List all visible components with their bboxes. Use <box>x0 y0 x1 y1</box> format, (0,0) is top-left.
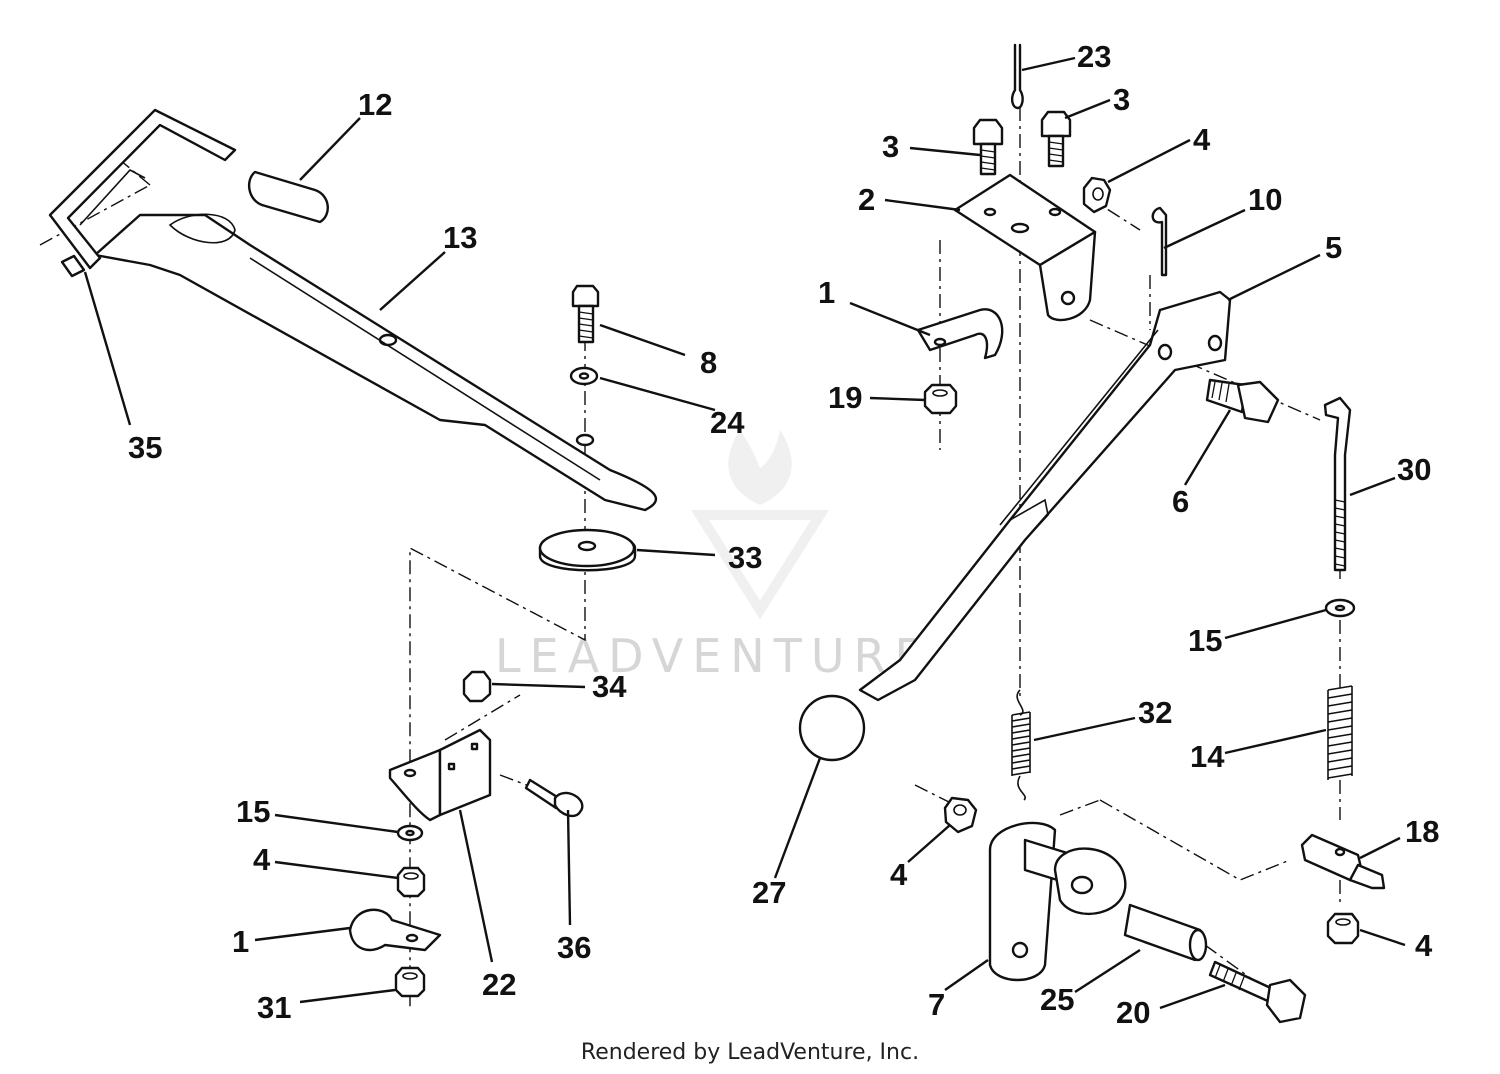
callout-36: 36 <box>557 930 591 965</box>
callout-4: 4 <box>253 842 271 877</box>
callout-4: 4 <box>890 857 908 892</box>
callout-1: 1 <box>818 275 835 310</box>
callout-20: 20 <box>1116 995 1150 1030</box>
render-credit: Rendered by LeadVenture, Inc. <box>580 1040 920 1065</box>
callout-27: 27 <box>752 875 786 910</box>
washer-part-15-left <box>396 824 424 842</box>
callout-13: 13 <box>443 220 477 255</box>
bolt-part-3-left <box>972 118 1004 176</box>
callout-4: 4 <box>1193 122 1211 157</box>
callout-24: 24 <box>710 405 745 440</box>
callout-15: 15 <box>1188 623 1222 658</box>
callout-22: 22 <box>482 967 516 1002</box>
callout-19: 19 <box>828 380 862 415</box>
callout-7: 7 <box>928 987 945 1022</box>
watermark-logo <box>690 430 830 620</box>
clip-part-1-right <box>916 308 1004 360</box>
washer-part-33 <box>538 528 637 572</box>
callout-31: 31 <box>257 990 291 1025</box>
callout-8: 8 <box>700 345 717 380</box>
nut-part-4-right <box>1326 912 1360 945</box>
rod-part-30 <box>1323 396 1352 572</box>
callout-12: 12 <box>358 87 392 122</box>
nut-part-19 <box>923 383 958 415</box>
cotter-pin-part-10 <box>1151 206 1168 277</box>
centerline <box>914 784 1291 986</box>
hub-part-25 <box>1023 838 1208 962</box>
bolt-part-3-right <box>1040 110 1072 168</box>
extension-spring-part-32 <box>1011 689 1031 801</box>
callout-18: 18 <box>1405 814 1439 849</box>
pivot-pin-part-18 <box>1300 833 1386 890</box>
clip-part-1-left <box>348 908 442 952</box>
control-lever-part-5 <box>858 290 1232 702</box>
blade-lever-part-13 <box>93 213 657 512</box>
carriage-bolt-part-36 <box>524 778 584 818</box>
callout-2: 2 <box>858 182 875 217</box>
callout-4: 4 <box>1415 928 1433 963</box>
knob-part-27 <box>798 694 866 762</box>
handle-frame <box>48 108 237 270</box>
bracket-part-22 <box>388 728 492 822</box>
nut-part-4-center <box>943 796 978 834</box>
callout-1: 1 <box>232 924 249 959</box>
nut-part-4-top <box>1082 176 1112 214</box>
washer-part-15-right <box>1324 598 1356 618</box>
pin-part-35 <box>60 254 86 278</box>
nut-part-34 <box>462 670 492 703</box>
grip-part-12 <box>247 170 329 224</box>
bracket-part-2 <box>953 173 1097 322</box>
callout-3: 3 <box>882 129 899 164</box>
callout-23: 23 <box>1077 39 1111 74</box>
bolt-part-8 <box>571 284 600 344</box>
shoulder-bolt-part-6 <box>1205 378 1280 424</box>
watermark-text: LEADVENTURE <box>495 629 933 683</box>
callout-32: 32 <box>1138 695 1172 730</box>
callout-30: 30 <box>1397 452 1431 487</box>
callout-14: 14 <box>1190 739 1225 774</box>
nut-part-4-left <box>396 866 426 898</box>
nut-part-31 <box>394 966 426 998</box>
callout-10: 10 <box>1248 182 1282 217</box>
callout-numbers: 12 13 35 8 24 33 34 15 4 1 31 22 36 23 3… <box>128 39 1439 1030</box>
leader-lines <box>83 56 1406 1010</box>
callout-35: 35 <box>128 430 162 465</box>
callout-5: 5 <box>1325 230 1342 265</box>
washer-part-24 <box>569 366 599 386</box>
callout-6: 6 <box>1172 484 1189 519</box>
callout-15: 15 <box>236 794 270 829</box>
bolt-part-20 <box>1208 960 1307 1024</box>
callout-3: 3 <box>1113 82 1130 117</box>
callout-25: 25 <box>1040 982 1074 1017</box>
callout-33: 33 <box>728 540 762 575</box>
spring-part-14 <box>1327 685 1353 780</box>
callout-34: 34 <box>592 669 627 704</box>
cotter-pin-part-23 <box>1010 43 1024 110</box>
